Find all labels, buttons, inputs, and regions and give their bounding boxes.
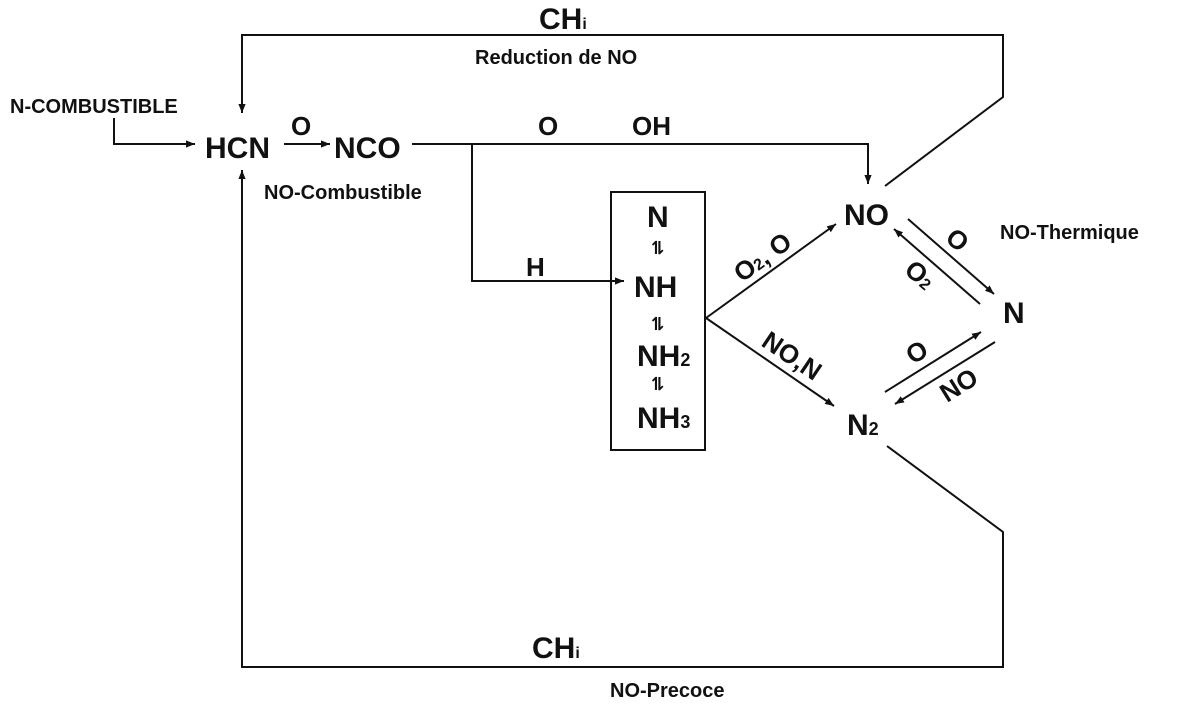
- oh-top-label: OH: [632, 111, 671, 141]
- hcn-species: HCN: [205, 132, 270, 165]
- box-eq-3: ⇌: [647, 376, 668, 391]
- o-top-label: O: [538, 111, 558, 141]
- no-precoce-label: NO-Precoce: [610, 680, 725, 702]
- n2-to-n-arrow: [884, 331, 982, 393]
- h-branch-line: [471, 144, 624, 285]
- box-eq-2: ⇌: [647, 316, 668, 331]
- reduction-de-no-label: Reduction de NO: [475, 47, 637, 69]
- o2-n-to-no-label: O2: [899, 254, 941, 296]
- n-to-no-arrow: [893, 228, 981, 305]
- nco-no-line: [412, 143, 872, 184]
- no-n-to-n2-label: NO: [934, 362, 983, 408]
- chi-top-label: CHi: [539, 3, 587, 36]
- box-nh3-species: NH3: [637, 402, 690, 435]
- o-hcn-nco-label: O: [291, 111, 311, 141]
- precoce-loop-line: [238, 170, 1004, 668]
- box-n-species: N: [647, 201, 669, 234]
- no-species: NO: [844, 199, 889, 232]
- nhi-box: [610, 191, 706, 451]
- no-to-n-arrow: [907, 218, 995, 295]
- n-combustible-label: N-COMBUSTIBLE: [10, 96, 178, 118]
- nh-no-arrow: [705, 223, 837, 319]
- n-to-n2-arrow: [894, 341, 996, 405]
- reduction-loop-line: [238, 34, 1004, 187]
- o2-o-label: O2, O: [728, 226, 797, 288]
- no-combustible-label: NO-Combustible: [264, 182, 422, 204]
- no-thermique-label: NO-Thermique: [1000, 222, 1139, 244]
- box-nh-species: NH: [634, 271, 677, 304]
- h-label: H: [526, 252, 545, 282]
- nh-n2-arrow: [705, 317, 835, 407]
- n-species: N: [1003, 297, 1025, 330]
- n-combustible-arrow: [113, 118, 195, 148]
- box-eq-1: ⇌: [647, 240, 668, 255]
- n2-species: N2: [847, 409, 879, 442]
- chi-bottom-label: CHi: [532, 632, 580, 665]
- nco-species: NCO: [334, 132, 401, 165]
- box-nh2-species: NH2: [637, 340, 690, 373]
